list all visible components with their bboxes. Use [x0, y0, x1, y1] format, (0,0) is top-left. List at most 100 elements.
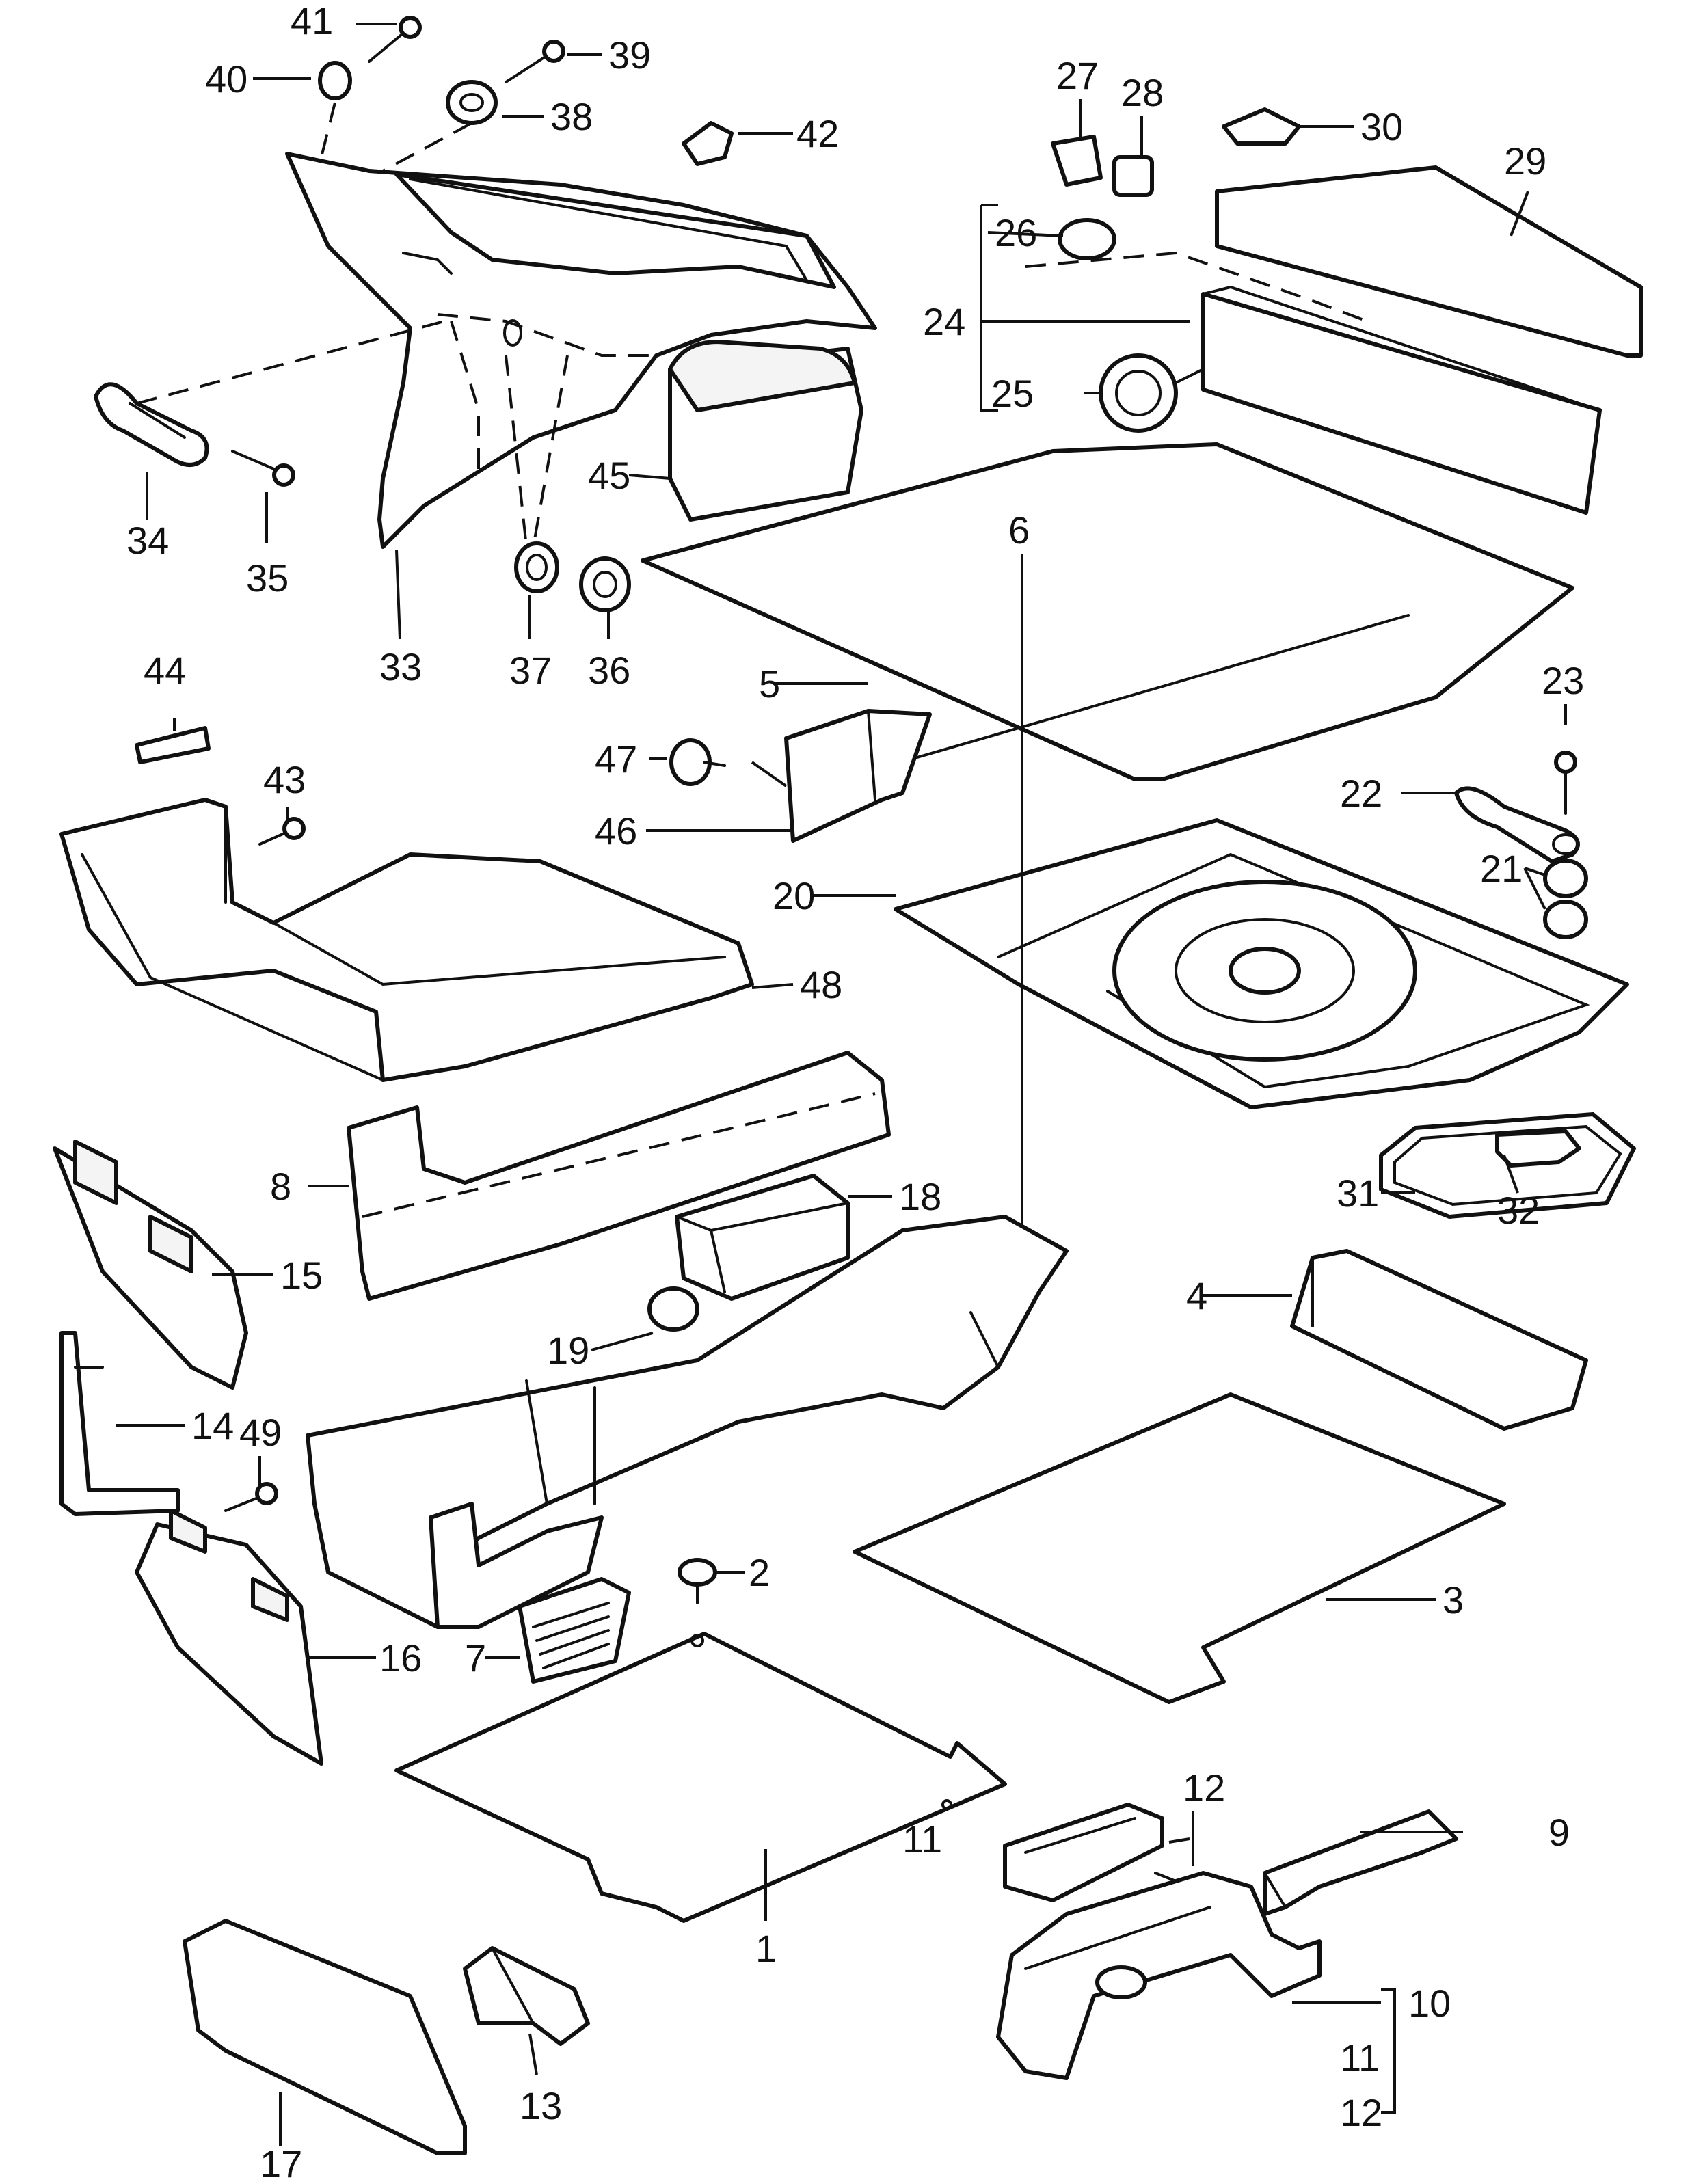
- callout-8: 8: [270, 1165, 291, 1208]
- part-41-screw: [368, 16, 422, 63]
- callout-5: 5: [759, 662, 780, 705]
- callout-42: 42: [796, 112, 839, 155]
- part-40-spacer: [318, 61, 352, 100]
- callout-49: 49: [239, 1411, 282, 1454]
- callout-43: 43: [263, 758, 306, 801]
- part-29-upper-trim: [1215, 165, 1643, 358]
- part-1-floor-mat: [394, 1632, 1007, 1923]
- part-8-lower-trim: [347, 1051, 891, 1301]
- leader-lines: [116, 23, 1567, 2146]
- callout-46: 46: [595, 809, 637, 852]
- callout-labels: 41 40 39 38 42 27 28 30 29 26 24 25 45 3…: [126, 0, 1584, 2184]
- part-17-cover: [183, 1919, 467, 2155]
- callout-20: 20: [773, 874, 815, 917]
- part-5-floor-board: [641, 442, 1574, 781]
- part-47-fastener: [669, 738, 726, 786]
- callout-48: 48: [800, 963, 842, 1006]
- callout-4: 4: [1186, 1274, 1207, 1317]
- part-19-fastener: [647, 1286, 699, 1332]
- callout-11-lower: 11: [1340, 2036, 1380, 2079]
- callout-18: 18: [899, 1175, 941, 1218]
- callout-16: 16: [379, 1636, 422, 1680]
- part-35-screw: [231, 450, 295, 487]
- callout-37: 37: [509, 649, 552, 692]
- callout-12-upper: 12: [1183, 1766, 1225, 1809]
- part-42-clip: [682, 121, 734, 166]
- callout-29: 29: [1504, 139, 1546, 183]
- part-20-spare-wheel-tray: [894, 818, 1629, 1109]
- callout-30: 30: [1360, 105, 1403, 148]
- callout-40: 40: [205, 57, 247, 100]
- callout-22: 22: [1340, 772, 1382, 815]
- part-38-grommet: [446, 80, 498, 125]
- callout-12-lower: 12: [1340, 2091, 1382, 2134]
- callout-44: 44: [144, 649, 186, 692]
- callout-13: 13: [520, 2084, 562, 2127]
- part-46-bin: [784, 709, 932, 843]
- part-27-clip: [1051, 135, 1103, 187]
- part-16-flap: [135, 1509, 323, 1766]
- callout-23: 23: [1542, 659, 1584, 702]
- part-7-vent-grille: [518, 1577, 631, 1684]
- callout-38: 38: [550, 95, 593, 138]
- callout-3: 3: [1443, 1578, 1464, 1621]
- part-43-screw: [258, 817, 306, 846]
- callout-32: 32: [1497, 1189, 1540, 1232]
- part-13-bracket: [463, 1946, 590, 2046]
- part-24-trim-panel: [1201, 285, 1602, 515]
- part-48-side-trim: [59, 798, 754, 1082]
- callout-7: 7: [465, 1636, 486, 1680]
- callout-26: 26: [995, 211, 1037, 254]
- callout-11-upper: 11: [902, 1818, 942, 1861]
- callout-17: 17: [260, 2142, 302, 2184]
- callout-35: 35: [246, 556, 289, 599]
- callout-10: 10: [1408, 1982, 1451, 2025]
- callout-39: 39: [608, 33, 651, 77]
- callout-27: 27: [1056, 54, 1099, 97]
- part-39-screw: [505, 40, 565, 83]
- part-49-screw: [224, 1482, 278, 1512]
- callout-24: 24: [923, 300, 965, 343]
- part-10-bracket: [996, 1871, 1322, 2080]
- callout-41: 41: [291, 0, 333, 42]
- callout-25: 25: [991, 372, 1034, 415]
- part-11-latch: [1003, 1803, 1164, 1902]
- part-33-side-panel: [285, 152, 877, 549]
- callout-9: 9: [1548, 1811, 1570, 1854]
- part-36-plug: [579, 556, 631, 612]
- callout-28: 28: [1121, 71, 1164, 114]
- part-15-flap: [53, 1140, 248, 1390]
- callout-36: 36: [588, 649, 630, 692]
- part-23-screw: [1554, 751, 1577, 815]
- callout-45: 45: [588, 454, 630, 497]
- part-22-bracket: [1454, 786, 1580, 863]
- part-28-latch: [1112, 155, 1154, 197]
- part-2-clip: [678, 1558, 717, 1604]
- part-14-bracket: [59, 1331, 180, 1516]
- part-44-plate: [135, 726, 211, 764]
- part-26-cap: [1058, 218, 1116, 260]
- part-3-floor-mat: [853, 1392, 1506, 1704]
- part-30-cap: [1222, 107, 1301, 146]
- part-9-bracket: [1263, 1809, 1458, 1916]
- callout-47: 47: [595, 738, 637, 781]
- part-21-bushing: [1543, 859, 1588, 939]
- part-4-panel: [1290, 1249, 1588, 1431]
- part-25-knob: [1099, 353, 1205, 433]
- callout-6: 6: [1008, 509, 1030, 552]
- callout-21: 21: [1480, 847, 1523, 890]
- callout-15: 15: [280, 1254, 323, 1297]
- part-34-grab-handle: [94, 382, 209, 467]
- callout-31: 31: [1337, 1172, 1379, 1215]
- callout-2: 2: [749, 1551, 770, 1594]
- callout-33: 33: [379, 645, 422, 688]
- callout-19: 19: [547, 1329, 589, 1372]
- callout-34: 34: [126, 519, 169, 562]
- part-45-storage-pocket: [668, 340, 863, 522]
- part-37-grommet: [514, 541, 559, 593]
- part-32-cover: [1495, 1129, 1581, 1168]
- part-18-box: [675, 1174, 850, 1301]
- callout-1: 1: [755, 1927, 777, 1970]
- callout-14: 14: [191, 1404, 234, 1447]
